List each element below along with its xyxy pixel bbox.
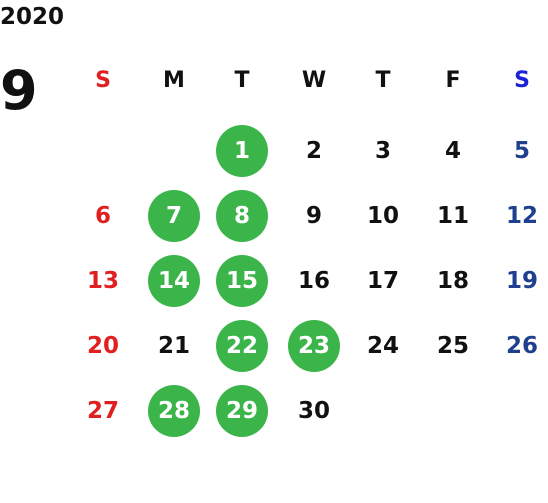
day-8[interactable]: 8 — [216, 190, 268, 242]
month-number: 9 — [0, 59, 38, 122]
day-24[interactable]: 24 — [366, 333, 399, 359]
day-30[interactable]: 30 — [297, 398, 330, 424]
day-1[interactable]: 1 — [216, 125, 268, 177]
day-4[interactable]: 4 — [444, 138, 461, 164]
day-14[interactable]: 14 — [148, 255, 200, 307]
weekday-friday: F — [445, 68, 461, 93]
day-2[interactable]: 2 — [305, 138, 322, 164]
day-13[interactable]: 13 — [86, 268, 119, 294]
day-26[interactable]: 26 — [505, 333, 538, 359]
day-9[interactable]: 9 — [305, 203, 322, 229]
day-25[interactable]: 25 — [436, 333, 469, 359]
year-label: 2020 — [0, 4, 65, 30]
day-7[interactable]: 7 — [148, 190, 200, 242]
day-3[interactable]: 3 — [374, 138, 391, 164]
weekday-thursday: T — [375, 68, 391, 93]
day-16[interactable]: 16 — [297, 268, 330, 294]
day-20[interactable]: 20 — [86, 333, 119, 359]
weekday-saturday: S — [514, 68, 530, 93]
day-29[interactable]: 29 — [216, 385, 268, 437]
weekday-sunday: S — [95, 68, 111, 93]
day-18[interactable]: 18 — [436, 268, 469, 294]
day-12[interactable]: 12 — [505, 203, 538, 229]
day-17[interactable]: 17 — [366, 268, 399, 294]
weekday-tuesday: T — [234, 68, 250, 93]
weekday-monday: M — [163, 68, 185, 93]
day-19[interactable]: 19 — [505, 268, 538, 294]
day-5[interactable]: 5 — [513, 138, 530, 164]
day-23[interactable]: 23 — [288, 320, 340, 372]
day-10[interactable]: 10 — [366, 203, 399, 229]
day-15[interactable]: 15 — [216, 255, 268, 307]
weekday-wednesday: W — [301, 68, 327, 93]
day-21[interactable]: 21 — [157, 333, 190, 359]
day-11[interactable]: 11 — [436, 203, 469, 229]
day-6[interactable]: 6 — [94, 203, 111, 229]
day-28[interactable]: 28 — [148, 385, 200, 437]
day-22[interactable]: 22 — [216, 320, 268, 372]
day-27[interactable]: 27 — [86, 398, 119, 424]
